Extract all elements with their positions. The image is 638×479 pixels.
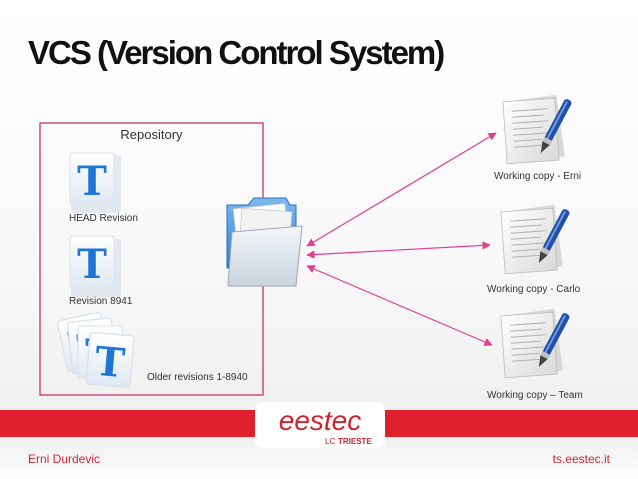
revision-8941-label: Revision 8941	[69, 296, 133, 307]
svg-text:TRIESTE: TRIESTE	[338, 437, 372, 446]
working-copy-erni-label: Working copy - Erni	[494, 171, 582, 182]
head-revision-label: HEAD Revision	[69, 213, 138, 224]
older-revisions-icon	[56, 311, 135, 389]
footer-author: Erni Durdevic	[28, 452, 101, 466]
footer-site: ts.eestec.it	[552, 452, 610, 466]
arrow-to-erni	[306, 132, 497, 247]
sync-arrows	[306, 132, 497, 346]
eestec-logo-graphic: eestec LC TRIESTE	[255, 402, 385, 448]
working-copy-carlo-icon	[500, 204, 572, 275]
arrow-to-carlo	[306, 241, 491, 259]
working-copy-erni-icon	[502, 94, 574, 165]
arrow-to-team	[306, 265, 493, 346]
svg-text:LC: LC	[325, 437, 335, 446]
older-revisions-label: Older revisions 1-8940	[147, 372, 248, 383]
revision-8941-icon	[69, 235, 121, 297]
working-copy-carlo-label: Working copy - Carlo	[487, 284, 581, 295]
repository-title: Repository	[120, 127, 183, 142]
folder-icon	[226, 197, 303, 287]
head-revision-icon	[69, 152, 121, 213]
slide-title: VCS (Version Control System)	[28, 34, 445, 71]
eestec-logo: eestec LC TRIESTE	[255, 400, 385, 450]
svg-text:eestec: eestec	[279, 405, 362, 436]
working-copy-team-label: Working copy – Team	[487, 390, 583, 401]
working-copy-team-icon	[500, 308, 572, 379]
